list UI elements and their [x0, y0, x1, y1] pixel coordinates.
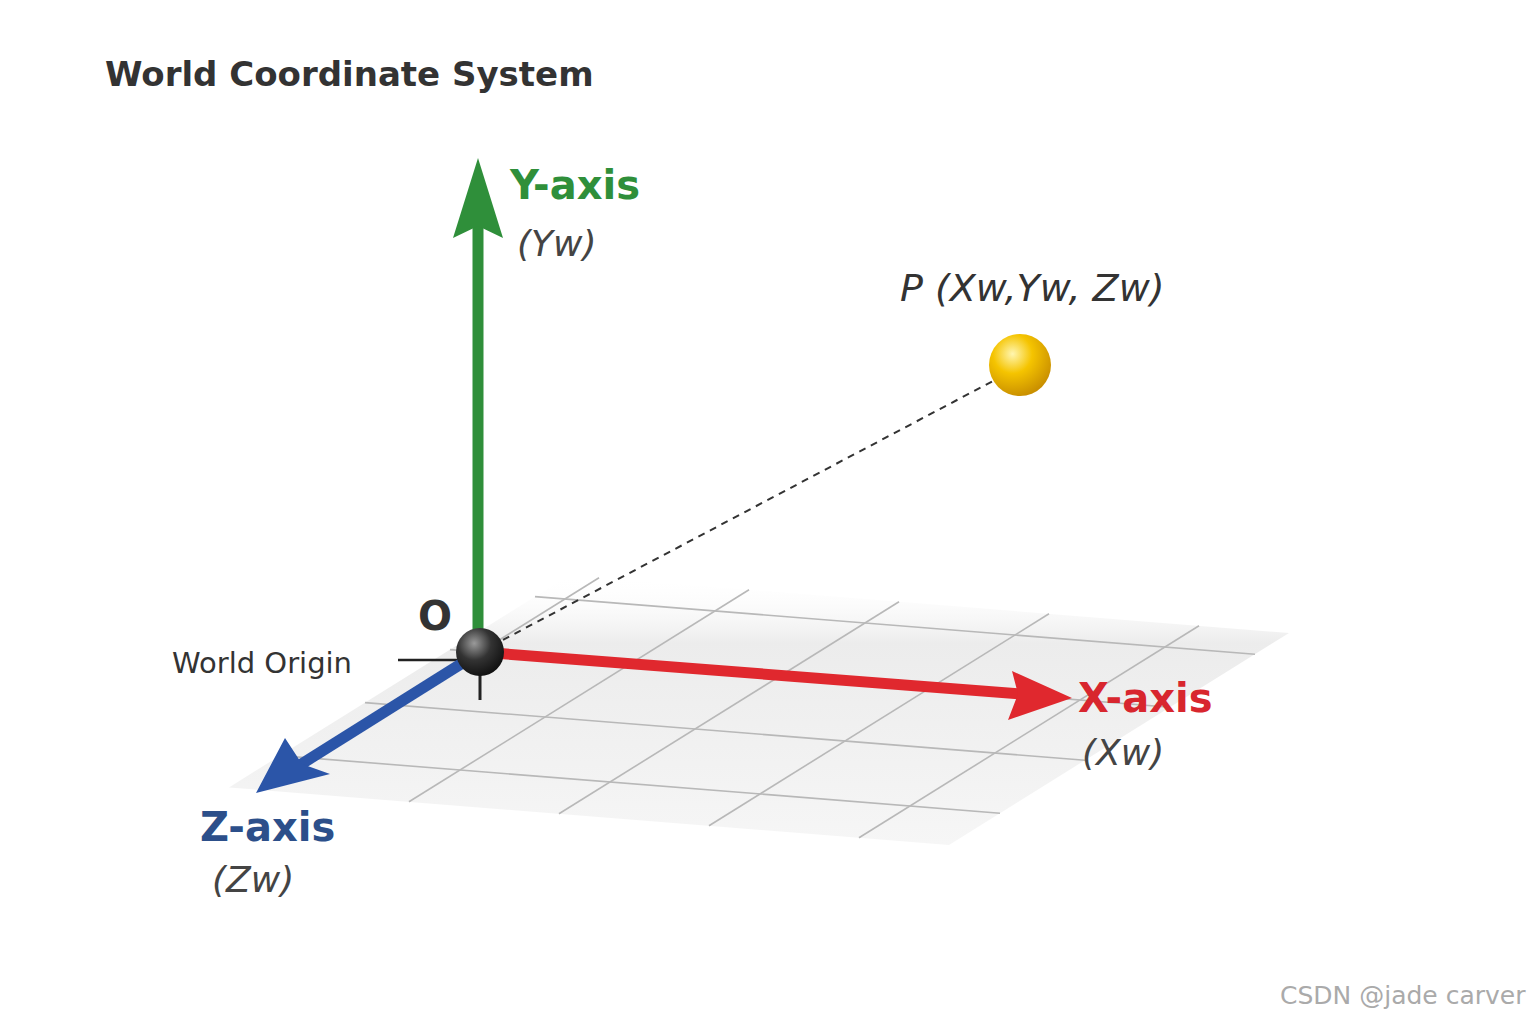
grid-line: [409, 590, 749, 802]
y-axis-shaft: [473, 225, 484, 650]
axis-symbol: (Xw): [1082, 733, 1164, 773]
origin-sphere: [456, 628, 504, 676]
axis-label: X-axis: [1078, 676, 1213, 720]
grid-line: [280, 756, 1000, 814]
floor-grid: [259, 578, 1255, 838]
watermark: CSDN @jade carver: [1280, 982, 1525, 1010]
x-axis-shaft: [480, 652, 1020, 694]
grid-line: [709, 614, 1049, 826]
axis-label: Y-axis: [510, 163, 640, 207]
grid-line: [559, 602, 899, 814]
z-axis-arrowhead: [256, 738, 330, 793]
grid-line: [365, 703, 1085, 761]
grid-line: [535, 597, 1255, 655]
axis-symbol: (Zw): [212, 860, 294, 900]
dashed-projection-line: [480, 372, 1010, 652]
diagram-title: World Coordinate System: [105, 56, 594, 93]
point-sphere: [989, 334, 1051, 396]
grid-line: [259, 578, 599, 790]
floor-plane: [229, 575, 1289, 845]
point-label: P (Xw,Yw, Zw): [900, 268, 1165, 310]
axis-label: Z-axis: [200, 805, 335, 849]
axis-symbol: (Yw): [517, 224, 597, 264]
grid-line: [859, 626, 1199, 838]
leader-line: [398, 659, 462, 662]
x-axis-arrowhead: [1008, 671, 1072, 720]
origin-caption: World Origin: [172, 648, 352, 680]
y-axis-arrowhead: [453, 158, 503, 238]
origin-label: O: [418, 594, 452, 638]
